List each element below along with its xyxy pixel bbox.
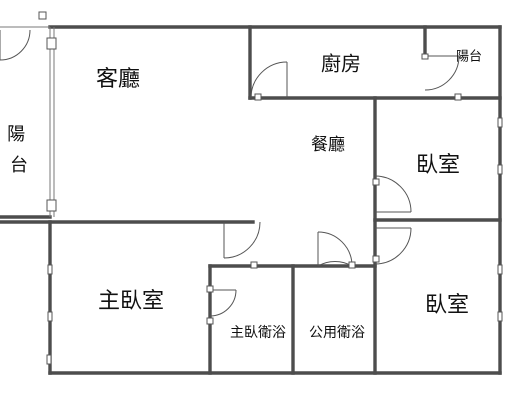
door-master-bath [206, 285, 237, 325]
door-left-balcony [0, 29, 31, 61]
room-label-bedroom-upper: 臥室 [416, 153, 460, 178]
balcony-left-char-1: 陽 [7, 124, 25, 145]
room-label-balcony-left: 陽 台 [7, 124, 31, 176]
room-labels: 客廳 廚房 陽台 餐廳 臥室 主臥室 主臥衛浴 公用衛浴 臥室 陽 台 [7, 50, 482, 342]
door-small-balcony [421, 53, 462, 101]
room-label-public-bath: 公用衛浴 [309, 325, 365, 341]
room-label-balcony-small: 陽台 [456, 50, 482, 65]
windows [0, 11, 503, 365]
room-label-bedroom-lower: 臥室 [425, 293, 469, 318]
door-public-bath [317, 231, 356, 269]
door-master-bedroom [223, 221, 261, 269]
room-label-kitchen: 廚房 [321, 52, 361, 76]
door-kitchen [250, 61, 288, 101]
door-bedroom-lower [372, 227, 412, 265]
room-label-master-bath: 主臥衛浴 [230, 325, 286, 341]
doors [0, 29, 462, 325]
room-label-master-bedroom: 主臥室 [98, 289, 164, 314]
room-label-living: 客廳 [96, 67, 140, 92]
door-bedroom-upper [372, 175, 412, 213]
walls [0, 25, 502, 375]
balcony-left-char-2: 台 [10, 155, 28, 176]
room-label-dining: 餐廳 [311, 135, 345, 155]
